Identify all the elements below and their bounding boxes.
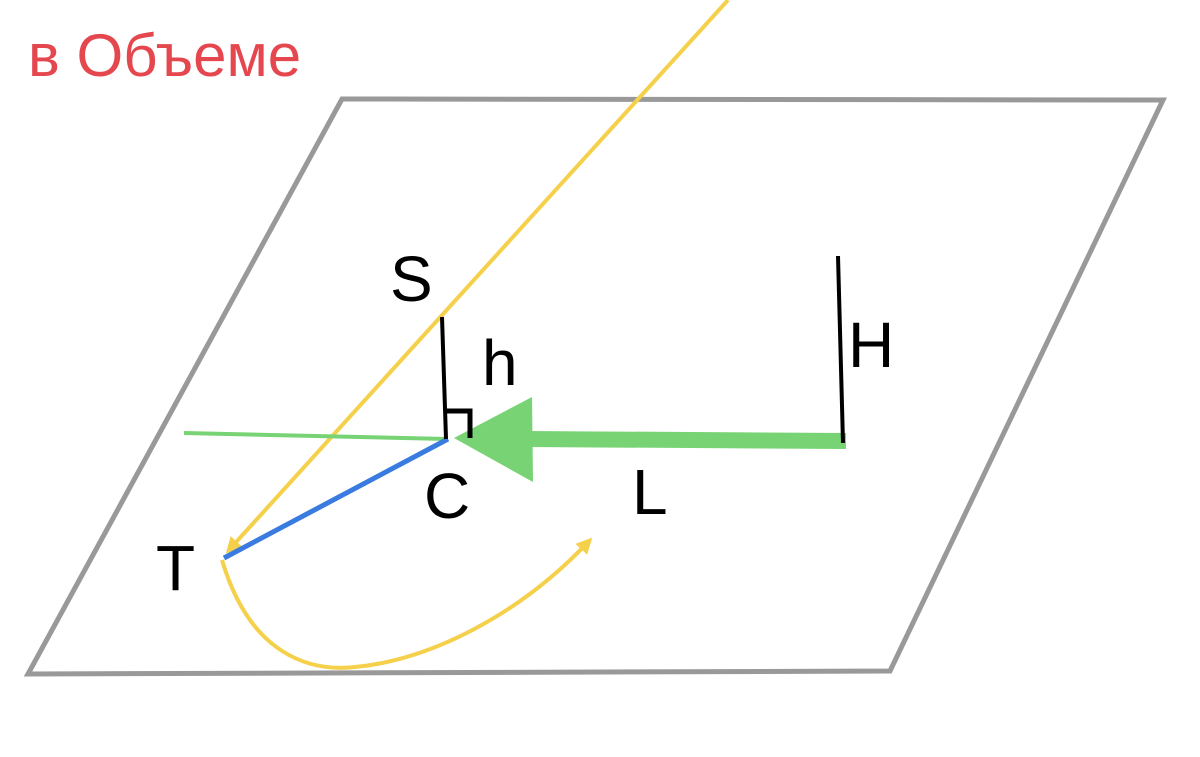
green-arrow-head xyxy=(454,397,533,482)
green-arrow-shaft xyxy=(524,431,847,449)
blue-segment xyxy=(222,436,450,561)
label-H: H xyxy=(848,309,894,381)
green-line xyxy=(183,431,449,441)
yellow-curve-arrow xyxy=(220,537,593,670)
segment-H xyxy=(836,255,845,444)
label-h: h xyxy=(482,327,518,399)
yellow-ray xyxy=(225,0,730,554)
segment-h xyxy=(440,316,448,440)
label-C: C xyxy=(424,460,470,532)
right-angle-mark xyxy=(447,408,473,438)
label-S: S xyxy=(390,243,433,315)
page-title: в Объеме xyxy=(28,22,301,89)
label-T: T xyxy=(156,532,195,604)
plane xyxy=(23,96,1167,677)
label-L: L xyxy=(632,456,668,528)
